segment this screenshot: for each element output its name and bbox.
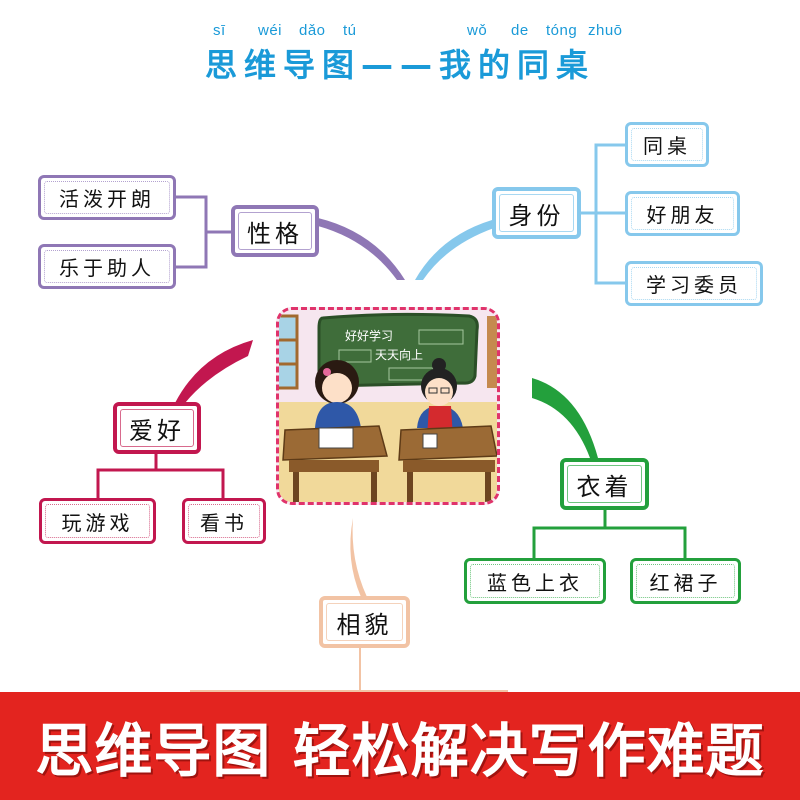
pinyin-dao: dǎo <box>299 22 326 39</box>
node-personality[interactable]: 性格 <box>231 205 319 257</box>
pinyin-tu: tú <box>343 22 357 39</box>
node-hobby-child-1[interactable]: 玩游戏 <box>39 498 156 544</box>
identity-branch <box>415 220 494 280</box>
node-clothing-child-2[interactable]: 红裙子 <box>630 558 741 604</box>
pinyin-de: de <box>511 22 529 39</box>
hobby-branch <box>175 340 253 403</box>
node-personality-child-2[interactable]: 乐于助人 <box>38 244 176 289</box>
pinyin-wo: wǒ <box>467 22 488 39</box>
banner-text: 思维导图 轻松解决写作难题 <box>35 717 765 785</box>
clothing-branch <box>532 378 598 458</box>
classroom-illustration: 好好学习 天天向上 <box>279 310 497 502</box>
page-title: 思维导图——我的同桌 <box>205 46 596 84</box>
pinyin-tong: tóng <box>546 22 578 39</box>
node-hobby-child-2[interactable]: 看书 <box>182 498 266 544</box>
node-hobby[interactable]: 爱好 <box>113 402 201 454</box>
node-identity-child-1[interactable]: 同桌 <box>625 122 709 167</box>
node-identity[interactable]: 身份 <box>492 187 581 239</box>
blackboard-line-2: 天天向上 <box>375 347 423 362</box>
personality-branch <box>318 218 405 280</box>
node-appearance[interactable]: 相貌 <box>319 596 410 648</box>
node-personality-child-1[interactable]: 活泼开朗 <box>38 175 176 220</box>
blackboard-line-1: 好好学习 <box>345 328 393 343</box>
bottom-banner: 思维导图 轻松解决写作难题 <box>0 692 800 800</box>
pinyin-si: sī <box>213 22 226 39</box>
node-identity-child-2[interactable]: 好朋友 <box>625 191 740 236</box>
pinyin-zhuo: zhuō <box>588 22 623 39</box>
node-clothing[interactable]: 衣着 <box>560 458 649 510</box>
pinyin-wei: wéi <box>258 22 283 39</box>
appearance-branch <box>350 518 367 597</box>
node-clothing-child-1[interactable]: 蓝色上衣 <box>464 558 606 604</box>
node-identity-child-3[interactable]: 学习委员 <box>625 261 763 306</box>
center-classroom-picture: 好好学习 天天向上 <box>276 307 500 505</box>
